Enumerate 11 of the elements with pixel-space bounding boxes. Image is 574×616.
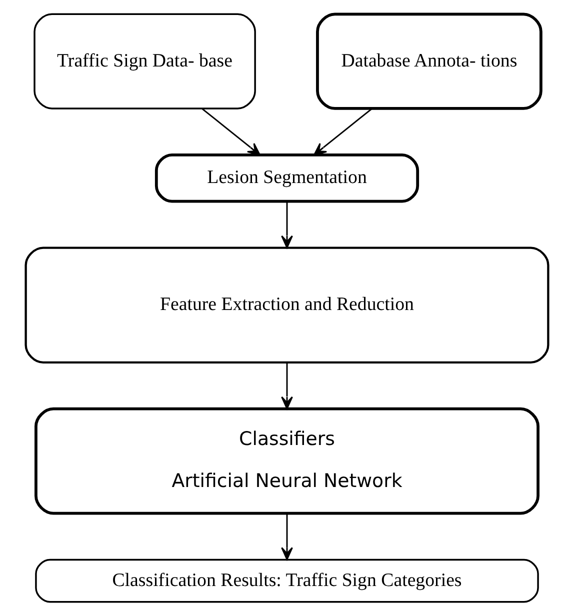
node-box: Feature Extraction and Reduction — [24, 246, 550, 364]
arrow — [281, 202, 293, 248]
node-box: Traffic Sign Data- base — [34, 13, 256, 110]
arrow — [202, 108, 261, 156]
arrow — [281, 362, 293, 410]
arrow — [313, 108, 372, 156]
node-box: Lesion Segmentation — [154, 153, 420, 203]
arrow — [281, 513, 293, 560]
node-box: Database Annota- tions — [316, 12, 542, 110]
node-box: Classification Results: Traffic Sign Categories — [35, 558, 539, 603]
node-box: Classifiers Artificial Neural Network — [34, 407, 540, 515]
